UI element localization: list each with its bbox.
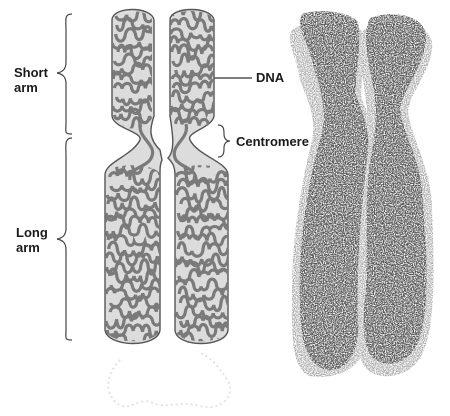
svg-text:arm: arm xyxy=(14,80,38,95)
long-arm-label: Long arm xyxy=(16,225,48,255)
micrograph-fuzz xyxy=(290,20,434,377)
svg-text:arm: arm xyxy=(16,240,40,255)
svg-text:Short: Short xyxy=(14,65,49,80)
ghost-outline xyxy=(108,352,230,407)
centromere-label: Centromere xyxy=(236,134,309,149)
dna-label: DNA xyxy=(256,70,285,85)
long-arm-brace xyxy=(57,138,72,340)
svg-text:Long: Long xyxy=(16,225,48,240)
short-arm-label: Short arm xyxy=(14,65,49,95)
short-arm-brace xyxy=(57,14,72,134)
centromere-brace xyxy=(218,125,230,157)
